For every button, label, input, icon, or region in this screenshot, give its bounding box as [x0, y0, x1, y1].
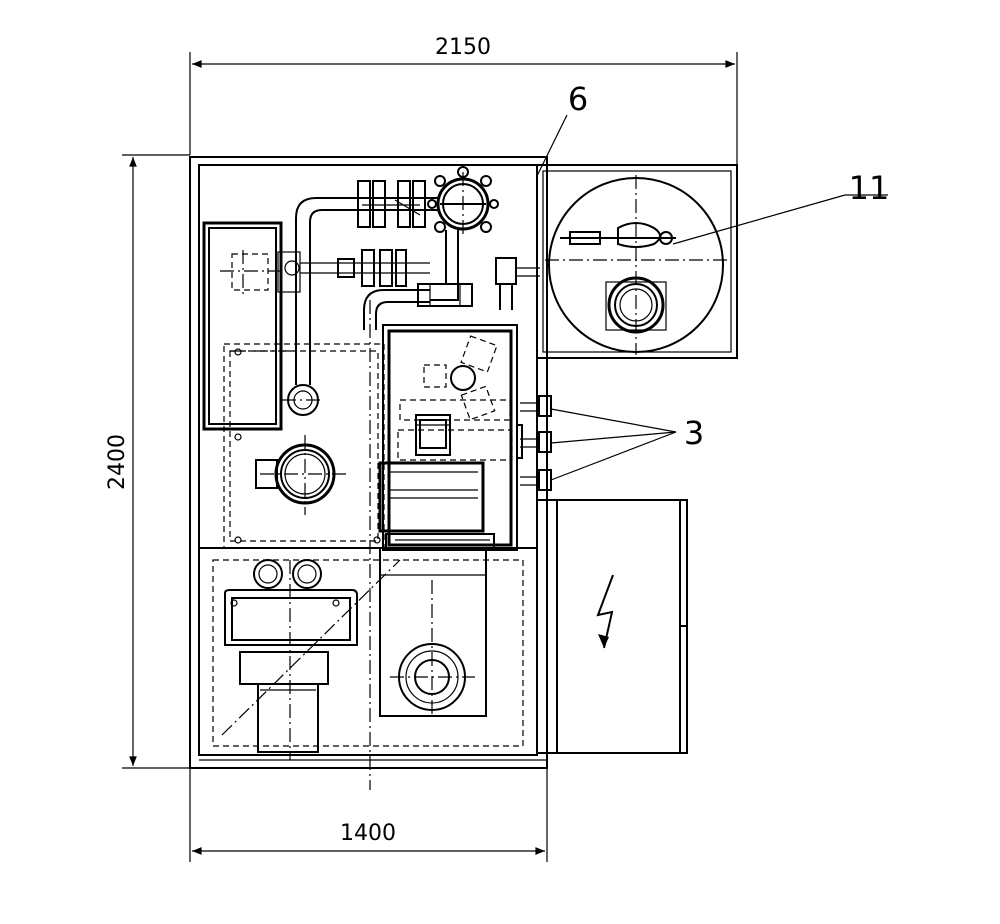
callout-3-label: 3	[684, 414, 704, 452]
dimension-bottom-width: 1400	[189, 768, 548, 862]
callout-11-label: 11	[849, 169, 890, 207]
callout-6: 6	[536, 80, 588, 177]
pipe-connectors	[520, 395, 552, 491]
right-top-tank	[536, 164, 738, 359]
dimension-left-height-label: 2400	[105, 434, 130, 490]
dimension-top-width: 2150	[189, 35, 738, 165]
dimension-top-width-label: 2150	[435, 35, 491, 60]
callout-3: 3	[550, 408, 704, 481]
high-voltage-icon	[596, 574, 614, 649]
electrical-cabinet	[536, 499, 688, 754]
piping-network	[295, 180, 540, 385]
callout-11: 11	[672, 169, 890, 245]
pump-housing	[378, 324, 523, 551]
bottom-compartment	[199, 547, 537, 760]
callout-6-label: 6	[568, 80, 588, 118]
dimension-bottom-width-label: 1400	[340, 821, 396, 846]
pump-tank	[223, 343, 385, 549]
manhole-cover	[427, 166, 499, 236]
control-cabinet	[202, 221, 301, 431]
dimension-left-height: 2400	[105, 154, 190, 769]
